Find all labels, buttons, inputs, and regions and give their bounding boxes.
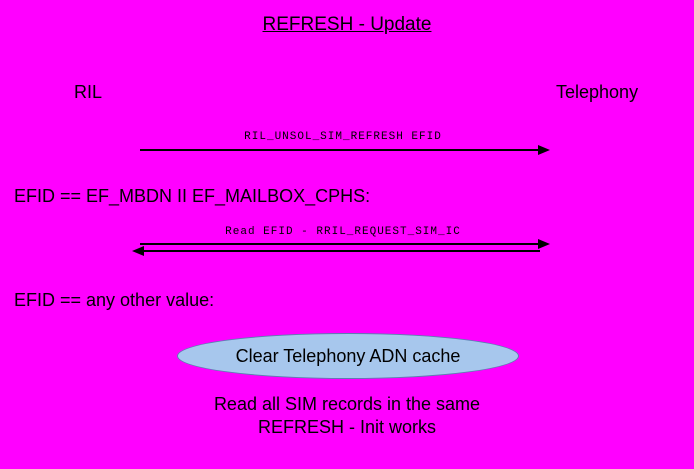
message-line-refresh-efid: [140, 149, 540, 151]
ellipse-label: Clear Telephony ADN cache: [235, 345, 461, 366]
clear-adn-cache-ellipse: Clear Telephony ADN cache: [177, 333, 519, 379]
condition-mbdn-mailbox: EFID == EF_MBDN II EF_MAILBOX_CPHS:: [14, 186, 371, 206]
message-line-read-efid-request: [140, 243, 540, 245]
condition-any-other-value: EFID == any other value:: [14, 290, 215, 310]
message-line-read-efid-response: [140, 250, 540, 252]
actor-telephony: Telephony: [556, 82, 639, 102]
message-label-refresh-efid: RIL_UNSOL_SIM_REFRESH EFID: [244, 131, 442, 143]
arrowhead-left-icon: [132, 246, 144, 256]
arrowhead-right-icon: [538, 145, 550, 155]
arrowhead-right-icon: [538, 239, 550, 249]
message-label-read-efid: Read EFID - RRIL_REQUEST_SIM_IC: [225, 226, 461, 238]
note-line-2: REFRESH - Init works: [257, 417, 437, 437]
note-line-1: Read all SIM records in the same: [213, 394, 481, 414]
diagram-title: REFRESH - Update: [262, 14, 432, 35]
actor-ril: RIL: [74, 82, 103, 102]
